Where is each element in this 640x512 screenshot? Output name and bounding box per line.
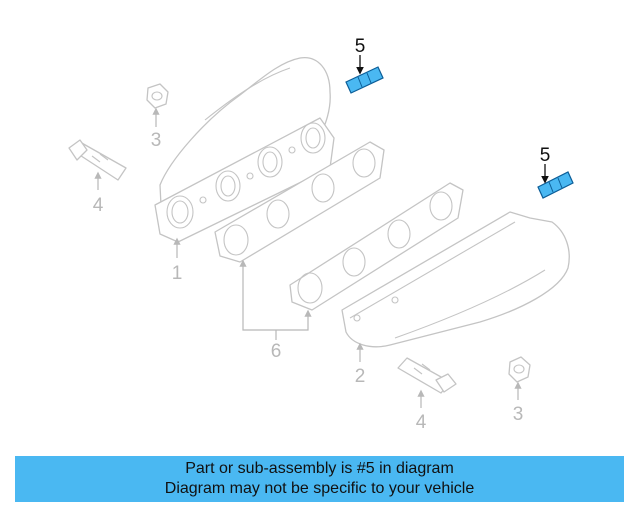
bolt-left[interactable] bbox=[68, 139, 127, 181]
callout-3-bottom: 3 bbox=[513, 404, 524, 425]
left-manifold-gasket[interactable] bbox=[214, 141, 385, 263]
callout-4-top: 4 bbox=[93, 195, 104, 216]
callout-2: 2 bbox=[355, 366, 366, 387]
info-banner: Part or sub-assembly is #5 in diagram Di… bbox=[15, 456, 624, 502]
callout-6: 6 bbox=[271, 341, 282, 362]
banner-line-2: Diagram may not be specific to your vehi… bbox=[164, 480, 475, 497]
banner-line-1: Part or sub-assembly is #5 in diagram bbox=[185, 460, 454, 477]
stud-right[interactable] bbox=[537, 171, 574, 199]
stud-top[interactable] bbox=[345, 66, 384, 94]
right-exhaust-manifold[interactable] bbox=[341, 211, 570, 348]
callout-5-top: 5 bbox=[355, 36, 366, 57]
callout-5-right: 5 bbox=[540, 145, 551, 166]
callout-1: 1 bbox=[172, 263, 183, 284]
callout-4-bottom: 4 bbox=[416, 412, 427, 433]
parts-diagram: 1 2 3 3 4 4 5 5 6 bbox=[68, 36, 574, 433]
callout-3-top: 3 bbox=[151, 130, 162, 151]
bolt-bottom[interactable] bbox=[397, 357, 457, 394]
nut-top[interactable] bbox=[146, 83, 169, 109]
left-exhaust-manifold[interactable] bbox=[154, 57, 335, 243]
nut-bottom[interactable] bbox=[508, 356, 531, 383]
right-manifold-gasket[interactable] bbox=[289, 182, 464, 311]
